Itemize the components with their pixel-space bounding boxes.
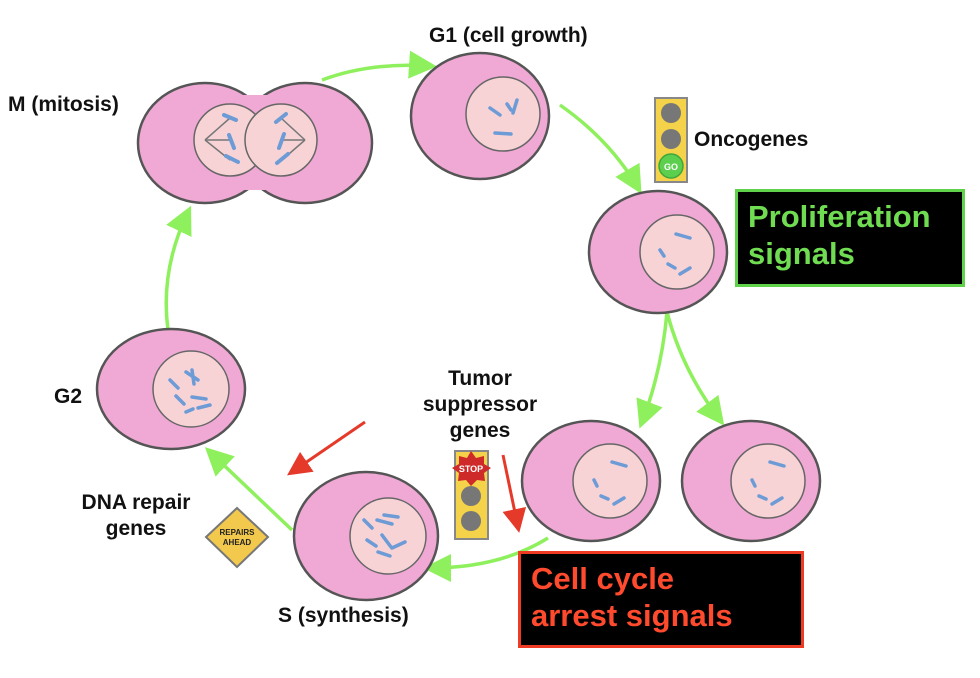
arrow-prolif-to-left xyxy=(636,311,669,429)
tumor-line-3: genes xyxy=(449,419,511,442)
repairs-text-2: AHEAD xyxy=(223,538,252,547)
stop-traffic-light: STOP xyxy=(452,450,491,540)
arrow-to-arrest xyxy=(501,454,527,533)
cell-s xyxy=(292,470,440,602)
light-yellow-off xyxy=(661,129,681,149)
cell-mitosis xyxy=(136,81,374,205)
repairs-ahead-sign: REPAIRS AHEAD xyxy=(204,506,270,569)
red-arrows xyxy=(287,420,527,533)
proliferation-signals-box: Proliferation signals xyxy=(735,189,965,287)
label-dna-repair: DNA repair genes xyxy=(56,490,216,542)
dna-line-1: DNA repair xyxy=(81,491,191,514)
stop-text: STOP xyxy=(459,464,483,474)
tumor-line-2: suppressor xyxy=(422,393,538,416)
repairs-text-1: REPAIRS xyxy=(220,528,256,537)
arrow-prolif-to-right xyxy=(665,311,725,426)
label-tumor-suppressor: Tumor suppressor genes xyxy=(400,366,560,444)
cell-daughter-right xyxy=(680,419,822,543)
prolif-line-1: Proliferation xyxy=(748,199,931,234)
label-s: S (synthesis) xyxy=(278,604,409,627)
cell-proliferation xyxy=(587,189,729,315)
light-yellow-off xyxy=(461,486,481,506)
light-green-off xyxy=(461,511,481,531)
go-text: GO xyxy=(664,162,678,172)
tumor-line-1: Tumor xyxy=(448,367,512,390)
label-oncogenes: Oncogenes xyxy=(694,128,809,151)
cell-g2 xyxy=(95,327,247,451)
arrow-g2-to-m xyxy=(164,205,192,331)
stop-burst xyxy=(452,451,491,486)
cell-g1 xyxy=(409,51,551,181)
cycle-arrows xyxy=(164,50,725,582)
light-green-on xyxy=(658,153,684,179)
arrest-line-2: arrest signals xyxy=(531,598,733,633)
label-g1: G1 (cell growth) xyxy=(429,24,588,47)
arrow-s-to-g2 xyxy=(204,447,294,532)
arrow-m-to-g1 xyxy=(321,50,437,82)
label-g2: G2 xyxy=(54,385,83,408)
arrest-line-1: Cell cycle xyxy=(531,561,675,596)
cell-cycle-arrest-box: Cell cycle arrest signals xyxy=(518,551,804,648)
prolif-line-2: signals xyxy=(748,236,855,271)
cell-daughter-left xyxy=(520,419,662,543)
dna-line-2: genes xyxy=(105,517,167,540)
arrow-to-s xyxy=(423,536,549,582)
go-traffic-light: GO xyxy=(654,97,688,183)
arrow-g1-to-prolif xyxy=(558,103,642,195)
arrow-to-dna-repair xyxy=(287,420,366,476)
light-red-off xyxy=(661,103,681,123)
label-m: M (mitosis) xyxy=(8,93,119,116)
